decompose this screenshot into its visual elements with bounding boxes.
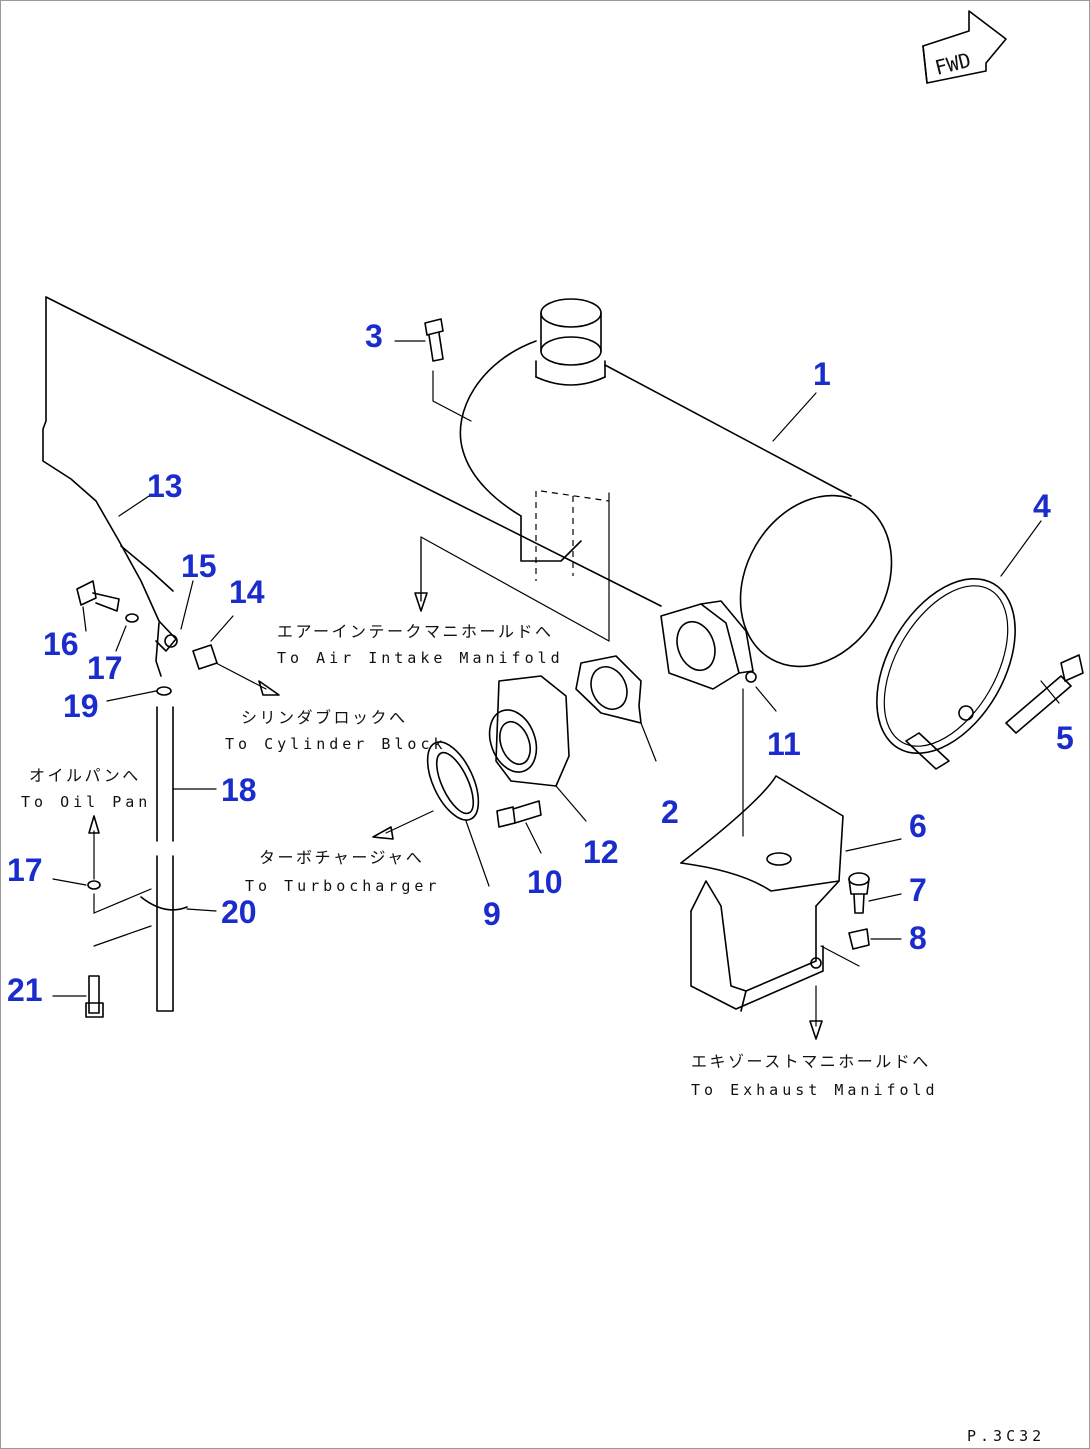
clamp-band [876,577,1016,770]
bolt-7-nut-8 [848,872,870,950]
note-air-intake-en: To Air Intake Manifold [277,649,564,667]
callout-12: 12 [583,834,619,870]
bolt-10 [496,800,542,854]
callout-9: 9 [483,896,501,932]
callout-10: 10 [527,864,563,900]
bracket [680,688,860,1012]
callout-8: 8 [909,920,927,956]
callout-18: 18 [221,772,257,808]
bolt-3 [424,318,472,422]
dipstick-assembly [76,545,218,1018]
note-turbo-jp: ターボチャージャへ [259,848,424,867]
callout-5: 5 [1056,720,1074,756]
leader-lines [52,340,1060,997]
bolt-5 [1005,654,1084,734]
callout-14: 14 [229,574,265,610]
callout-15: 15 [181,548,217,584]
callout-17-lower: 17 [7,852,43,888]
callout-11: 11 [767,726,801,762]
callout-7: 7 [909,872,927,908]
adapter [488,675,587,822]
figure-reference: P.3C32 [967,1427,1045,1445]
reference-arrows [88,540,823,1040]
muffler [459,298,893,690]
callout-3: 3 [365,318,383,354]
callout-6: 6 [909,808,927,844]
callout-21: 21 [7,972,43,1008]
fwd-indicator: FWD [922,10,1007,84]
callout-13: 13 [147,468,183,504]
chassis-panel [42,296,662,642]
note-cylinder-jp: シリンダブロックへ [241,708,408,727]
note-turbo-en: To Turbocharger [245,877,440,895]
gasket [575,655,657,762]
callout-16: 16 [43,626,79,662]
note-cylinder-en: To Cylinder Block [225,735,447,753]
callout-17-upper: 17 [87,650,123,686]
callout-20: 20 [221,894,257,930]
seal-ring [426,741,490,887]
callout-4: 4 [1033,488,1051,524]
note-exhaust-en: To Exhaust Manifold [691,1081,939,1099]
callout-2: 2 [661,794,679,830]
callout-19: 19 [63,688,99,724]
note-exhaust-jp: エキゾーストマニホールドへ [691,1052,931,1071]
note-air-intake-jp: エアーインテークマニホールドへ [277,622,554,641]
note-oil-pan-en: To Oil Pan [21,793,151,811]
callout-1: 1 [813,356,831,392]
note-oil-pan-jp: オイルパンへ [29,766,141,785]
